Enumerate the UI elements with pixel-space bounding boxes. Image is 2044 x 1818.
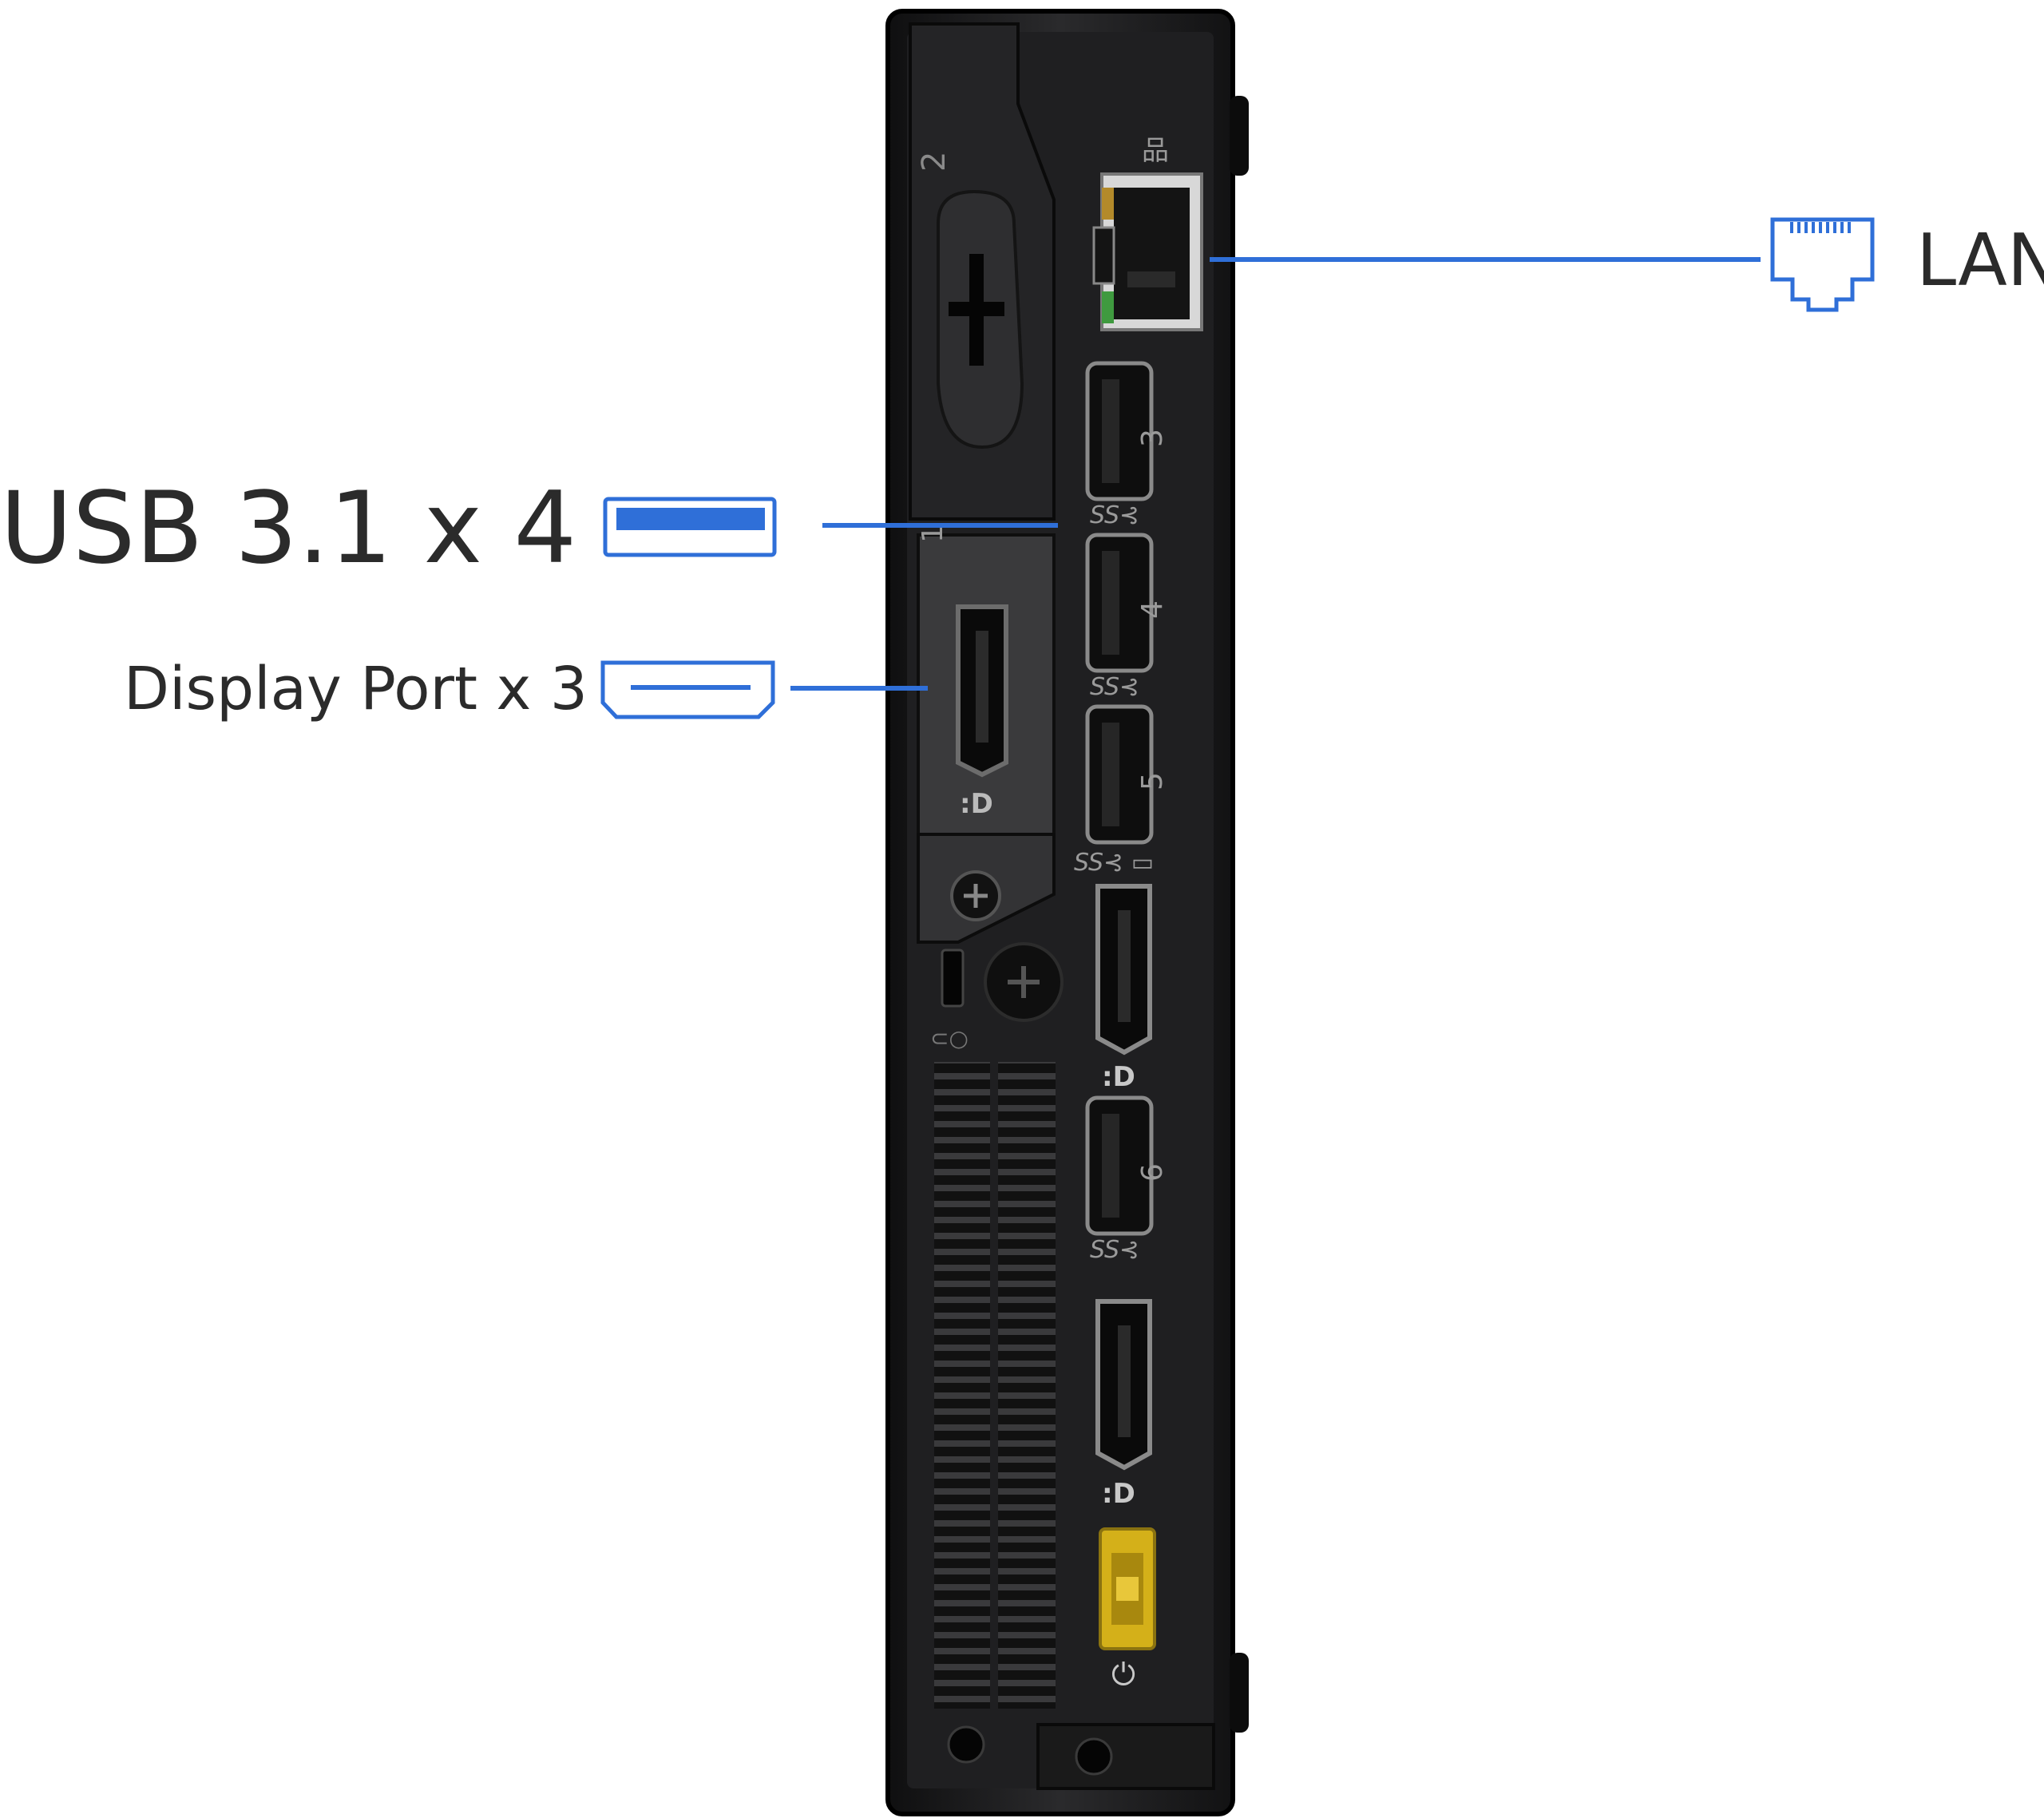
usb-port-4: 4 SS⊰ (1085, 533, 1169, 701)
expansion-bay: 2 (909, 22, 1056, 521)
usb-label: USB 3.1 x 4 (0, 471, 577, 586)
svg-text:6: 6 (1136, 1163, 1169, 1182)
svg-text:SS⊰ ▭: SS⊰ ▭ (1074, 849, 1154, 877)
svg-text:⊂○: ⊂○ (930, 1025, 969, 1052)
svg-text::D: :D (1102, 1061, 1135, 1093)
svg-text::D: :D (1102, 1478, 1135, 1510)
svg-text:SS⊰: SS⊰ (1090, 673, 1139, 701)
svg-text::D: :D (960, 788, 993, 820)
usb-port-6: 6 SS⊰ (1085, 1095, 1169, 1264)
bay-number: 2 (916, 152, 953, 172)
ventilation-grille (934, 1062, 1056, 1764)
svg-text:3: 3 (1136, 429, 1169, 447)
displayport-3: :D (1095, 1299, 1152, 1510)
svg-text:⏻: ⏻ (1111, 1657, 1135, 1692)
lan-label: LAN (1916, 219, 2044, 303)
svg-text:品: 品 (1142, 135, 1169, 167)
displayport-icon (600, 660, 775, 719)
svg-text:5: 5 (1136, 772, 1169, 790)
usb-port-3: 3 SS⊰ (1085, 361, 1169, 529)
display-port-label: Display Port x 3 (124, 655, 588, 723)
svg-text:4: 4 (1136, 600, 1169, 619)
ethernet-port: 品 (1092, 135, 1203, 331)
security-lock-slot: ⊂○ (930, 942, 1064, 1052)
slot-number: 1 (917, 525, 949, 543)
svg-text:SS⊰: SS⊰ (1090, 501, 1139, 529)
svg-text:SS⊰: SS⊰ (1090, 1236, 1139, 1264)
rear-port-column: 品 3 SS⊰ 4 SS⊰ 5 SS⊰ ▭ (1074, 135, 1203, 1692)
usb-port-5: 5 SS⊰ ▭ (1074, 704, 1169, 877)
graphics-slot-panel: 1 :D (917, 525, 1056, 944)
displayport-2: :D (1095, 884, 1152, 1093)
ethernet-port-icon (1770, 217, 1875, 312)
power-port: ⏻ (1099, 1527, 1156, 1692)
usb-port-icon (603, 497, 777, 557)
